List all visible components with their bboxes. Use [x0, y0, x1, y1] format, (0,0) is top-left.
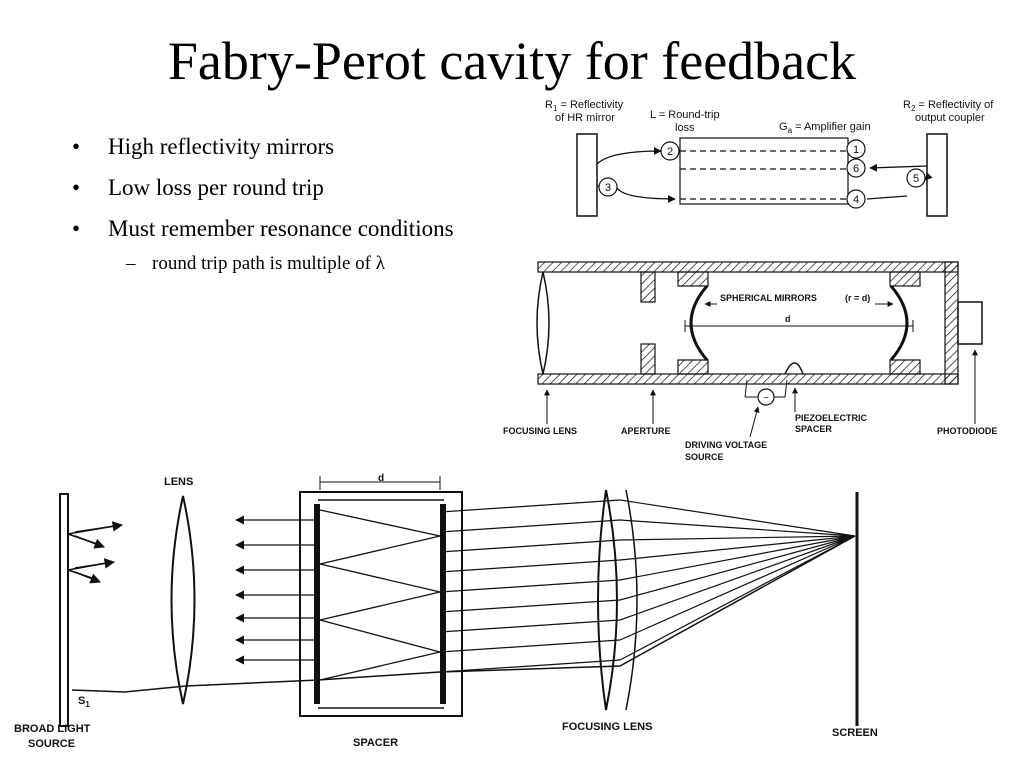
bullet-high-reflectivity: High reflectivity mirrors [70, 126, 454, 167]
slide-title: Fabry-Perot cavity for feedback [167, 31, 857, 91]
focusing-lens-label: FOCUSING LENS [562, 721, 652, 733]
svg-text:6: 6 [853, 163, 859, 175]
piezo-label-line1: PIEZOELECTRIC [795, 413, 868, 423]
l-label-line2: loss [675, 122, 695, 134]
aperture-label: APERTURE [621, 426, 671, 436]
spherical-mirrors-label: SPHERICAL MIRRORS [720, 293, 817, 303]
r-eq-d-label: (r = d) [845, 293, 870, 303]
etalon-diagram: d LENS S1 BROAD LIGHT SOURCE SPACER FOCU… [14, 473, 878, 750]
piezo-spacer [784, 362, 804, 375]
marker-4 [846, 189, 866, 209]
focusing-lens-label: FOCUSING LENS [503, 426, 577, 436]
broad-source-label-line2: SOURCE [28, 738, 75, 750]
aperture-bottom [640, 343, 656, 375]
marker-1 [846, 139, 866, 159]
amplifier-box [679, 137, 849, 205]
tube-bottom-wall [537, 373, 959, 385]
piezo-label-line2: SPACER [795, 424, 832, 434]
spacer-frame [299, 491, 463, 717]
lens-label: LENS [164, 476, 193, 488]
r1-label: R1 = Reflectivity [545, 99, 624, 113]
marker-6 [846, 158, 866, 178]
hr-mirror [576, 133, 598, 217]
svg-text:5: 5 [913, 173, 919, 185]
bullet-low-loss: Low loss per round trip [70, 167, 454, 208]
photodiode-label: PHOTODIODE [937, 426, 997, 436]
broad-source-label-line1: BROAD LIGHT [14, 723, 91, 735]
d-label: d [785, 314, 791, 324]
etalon-plate-left [314, 504, 320, 704]
svg-text:1: 1 [853, 144, 859, 156]
left-spherical-mirror [689, 285, 709, 361]
broad-light-source [59, 493, 69, 727]
scanning-interferometer-diagram: SPHERICAL MIRRORS (r = d) d ~ FOCUSING L… [503, 261, 997, 462]
marker-3 [598, 177, 618, 197]
screen-label: SCREEN [832, 727, 878, 739]
right-spherical-mirror [889, 285, 909, 361]
svg-text:3: 3 [605, 182, 611, 194]
r2-label-line2: output coupler [915, 112, 985, 124]
lens-shape [170, 495, 196, 705]
spacer-label: SPACER [353, 737, 398, 749]
marker-2 [660, 141, 680, 161]
bullet-resonance: Must remember resonance conditions [70, 208, 454, 249]
svg-text:~: ~ [763, 393, 769, 404]
l-label: L = Round-trip [650, 109, 720, 121]
etalon-d-label: d [378, 473, 384, 484]
tube-top-wall [537, 261, 959, 273]
marker-5 [906, 168, 926, 188]
photodiode [957, 301, 983, 345]
svg-text:2: 2 [667, 146, 673, 158]
bullet-list: High reflectivity mirrors Low loss per r… [70, 126, 454, 279]
output-coupler-mirror [926, 133, 948, 217]
driving-label-line2: SOURCE [685, 452, 724, 462]
focusing-lens-shape [597, 489, 618, 711]
r1-label-line2: of HR mirror [555, 112, 615, 124]
svg-text:4: 4 [853, 194, 859, 206]
driving-label-line1: DRIVING VOLTAGE [685, 440, 767, 450]
etalon-plate-right [440, 504, 446, 704]
r2-label: R2 = Reflectivity of [903, 99, 994, 113]
subbullet-round-trip: round trip path is multiple of λ [70, 249, 454, 279]
focusing-lens-shape [536, 271, 550, 375]
s1-label: S1 [78, 695, 90, 709]
ga-label: Ga = Amplifier gain [779, 121, 871, 135]
aperture-top [640, 271, 656, 303]
gain-cavity-diagram: R1 = Reflectivity of HR mirror L = Round… [545, 99, 994, 217]
